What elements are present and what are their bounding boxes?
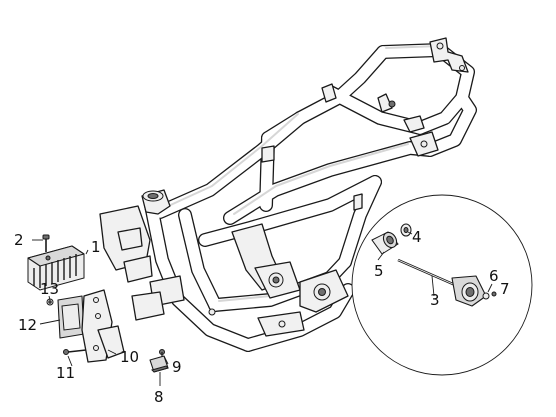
- bracket-screw: [63, 349, 87, 355]
- washer: [400, 223, 412, 237]
- axle-bolt: [397, 258, 487, 307]
- mounting-plate: [57, 295, 85, 339]
- callout-3: 3: [430, 291, 440, 309]
- callout-labels: 1 2 3 4 5 6 7 8 9 10 11 12 13: [14, 228, 510, 406]
- rear-mount-tabs: [261, 83, 439, 211]
- callout-13: 13: [40, 280, 59, 298]
- callout-2: 2: [14, 231, 24, 249]
- regulator-screw: [42, 234, 50, 252]
- callout-4: 4: [412, 228, 422, 246]
- callout-6: 6: [489, 267, 499, 285]
- small-screws: [482, 291, 497, 300]
- detail-view: [351, 194, 533, 376]
- callout-11: 11: [56, 364, 75, 382]
- rubber-block: [149, 355, 169, 373]
- callout-10: 10: [120, 348, 139, 366]
- leader-lines: [32, 231, 493, 386]
- callout-7: 7: [500, 280, 510, 298]
- callout-9: 9: [172, 358, 182, 376]
- rear-top-bracket: [429, 37, 469, 73]
- chassis-frame: [99, 37, 477, 352]
- engine-mount: [208, 223, 349, 337]
- bushing: [371, 231, 399, 255]
- callout-8: 8: [154, 388, 164, 406]
- callout-1: 1: [91, 238, 101, 256]
- voltage-regulator: [27, 245, 85, 291]
- callout-12: 12: [18, 316, 37, 334]
- headstock: [99, 189, 185, 321]
- callout-5: 5: [374, 262, 384, 280]
- support-bracket: [81, 289, 125, 363]
